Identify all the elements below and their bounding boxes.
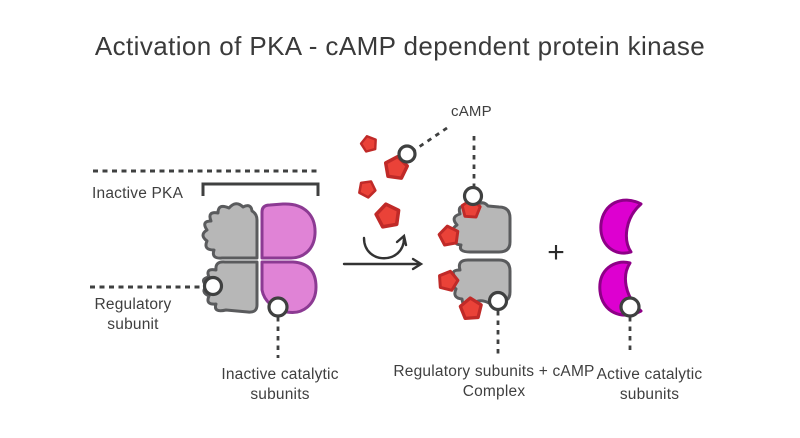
forward-arrowhead	[411, 257, 424, 271]
camp-molecules	[355, 133, 417, 230]
page-title: Activation of PKA - cAMP dependent prote…	[94, 31, 706, 61]
regulatory-subunit-shape	[451, 201, 512, 254]
binding-site-marker	[267, 296, 289, 318]
binding-site-marker	[462, 185, 484, 207]
camp-molecule-icon	[372, 200, 403, 230]
active-catalytic-subunits-label: Active catalytic subunits	[596, 366, 703, 403]
regulatory-subunit-label: Regulatory subunit	[94, 296, 172, 333]
regulatory-camp-complex	[435, 185, 512, 321]
inactive-pka-label: Inactive PKA	[92, 185, 184, 202]
camp-label: cAMP	[451, 103, 492, 120]
regulatory-camp-complex-label: Regulatory subunits + cAMP Complex	[393, 363, 595, 400]
active-catalytic-subunits	[598, 198, 643, 318]
reaction-arc	[362, 236, 406, 260]
regulatory-subunit-shape	[201, 202, 259, 260]
bracket	[201, 182, 320, 196]
camp-molecule-icon	[355, 176, 380, 201]
binding-site-marker	[202, 275, 224, 297]
reaction-arrow	[342, 233, 424, 271]
leader-line	[412, 126, 448, 153]
annotation-lines	[90, 126, 632, 358]
binding-site-marker	[487, 290, 509, 312]
camp-molecule-icon	[358, 133, 380, 154]
regulatory-subunit-shape	[202, 260, 259, 314]
active-catalytic-subunit-shape	[599, 198, 643, 255]
binding-site-marker	[397, 144, 417, 164]
inactive-pka-complex	[201, 202, 318, 318]
inactive-catalytic-subunits-label: Inactive catalytic subunits	[221, 366, 339, 403]
binding-site-marker	[619, 296, 641, 318]
inactive-catalytic-subunit-shape	[260, 202, 317, 260]
plus-sign: +	[547, 236, 565, 269]
reaction-arc-arrowhead	[395, 233, 408, 247]
